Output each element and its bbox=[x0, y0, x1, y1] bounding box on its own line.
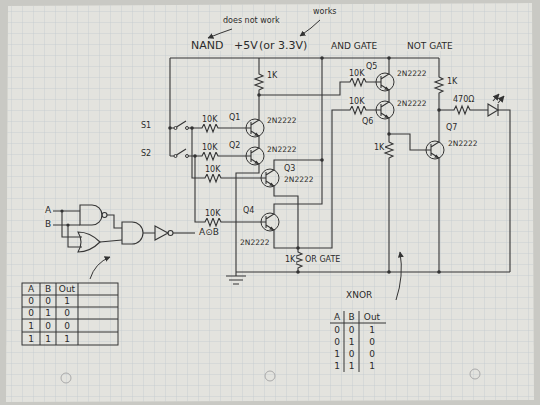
table-cell: 1 bbox=[368, 362, 376, 371]
table-cell: 0 bbox=[27, 309, 35, 318]
table-cell: 0 bbox=[63, 321, 71, 330]
resistor-symbol bbox=[200, 72, 472, 270]
table-cell: 0 bbox=[27, 297, 35, 306]
table-cell: 1 bbox=[63, 297, 71, 306]
table-cell: Out bbox=[363, 313, 381, 322]
punch-hole bbox=[265, 371, 275, 381]
signal-name: B bbox=[44, 220, 52, 229]
table-cell: 1 bbox=[27, 334, 35, 343]
component-label: Q7 bbox=[445, 124, 458, 132]
component-label: Q1 bbox=[228, 114, 241, 122]
leader-arrows bbox=[90, 20, 401, 300]
table-cell: A bbox=[333, 313, 341, 322]
component-label: 470Ω bbox=[452, 96, 475, 104]
component-label: 2N2222 bbox=[283, 176, 314, 184]
component-label: 2N2222 bbox=[266, 146, 297, 154]
component-label: 2N2222 bbox=[447, 140, 478, 148]
table-cell: 1 bbox=[27, 321, 35, 330]
logic-gate-sketch bbox=[53, 205, 195, 252]
table-cell: 0 bbox=[333, 338, 341, 347]
table-cell: 0 bbox=[348, 350, 356, 359]
table-cell: 0 bbox=[333, 325, 341, 334]
component-label: 2N2222 bbox=[266, 117, 297, 125]
table-cell: 1 bbox=[333, 362, 341, 371]
component-label: Q2 bbox=[228, 142, 241, 150]
led-symbol bbox=[488, 94, 504, 116]
logic-gate-dots bbox=[60, 209, 69, 226]
component-label: 10K bbox=[348, 98, 365, 106]
component-label: 1K bbox=[266, 72, 278, 80]
punch-hole bbox=[470, 369, 480, 379]
table-cell: 1 bbox=[348, 362, 356, 371]
component-label: 1K bbox=[373, 144, 385, 152]
truth-table-grid bbox=[22, 283, 386, 372]
component-label: 2N2222 bbox=[239, 239, 270, 247]
table-cell: 0 bbox=[63, 309, 71, 318]
table-cell: 1 bbox=[333, 350, 341, 359]
table-cell: 1 bbox=[348, 338, 356, 347]
annotation-note: works bbox=[312, 8, 338, 16]
signal-name: A bbox=[44, 206, 52, 215]
wires bbox=[170, 58, 510, 284]
table-cell: 0 bbox=[348, 325, 356, 334]
junction-dots bbox=[168, 56, 441, 274]
signal-name: A⊙B bbox=[198, 228, 220, 237]
component-label: 10K bbox=[204, 210, 221, 218]
annotation-note: NAND bbox=[190, 40, 224, 51]
table-cell: 1 bbox=[63, 334, 71, 343]
component-label: 1K bbox=[446, 78, 458, 86]
table-cell: A bbox=[27, 285, 35, 294]
table-cell: 0 bbox=[44, 321, 52, 330]
component-label: 1K bbox=[284, 256, 296, 264]
annotation-note: NOT GATE bbox=[406, 42, 454, 51]
table-cell: B bbox=[44, 285, 52, 294]
component-label: OR GATE bbox=[304, 256, 341, 264]
punch-hole bbox=[61, 373, 71, 383]
component-label: 10K bbox=[201, 116, 218, 124]
table-cell: 1 bbox=[44, 334, 52, 343]
component-label: 2N2222 bbox=[396, 100, 427, 108]
component-label: Q3 bbox=[283, 165, 296, 173]
table-cell: 0 bbox=[368, 350, 376, 359]
component-label: 10K bbox=[348, 70, 365, 78]
graph-paper bbox=[6, 3, 534, 402]
component-label: S1 bbox=[140, 122, 152, 130]
table-cell: Out bbox=[58, 285, 76, 294]
table-cell: B bbox=[347, 313, 355, 322]
transistor-symbol bbox=[243, 68, 444, 236]
switch-contacts bbox=[174, 127, 189, 158]
table-cell: 0 bbox=[44, 297, 52, 306]
component-label: 2N2222 bbox=[396, 70, 427, 78]
table-title: XNOR bbox=[345, 291, 373, 300]
component-label: 10K bbox=[201, 144, 218, 152]
paper-grid bbox=[6, 3, 534, 402]
component-label: Q6 bbox=[361, 118, 374, 126]
component-label: Q4 bbox=[242, 207, 255, 215]
annotation-note: does not work bbox=[222, 17, 281, 25]
annotation-note: (or 3.3V) bbox=[258, 40, 308, 51]
component-label: 10K bbox=[204, 166, 221, 174]
table-cell: 0 bbox=[368, 338, 376, 347]
annotation-note: +5V bbox=[233, 40, 259, 51]
annotation-note: AND GATE bbox=[330, 42, 378, 51]
table-cell: 1 bbox=[368, 325, 376, 334]
component-label: S2 bbox=[140, 150, 152, 158]
component-label: Q5 bbox=[365, 63, 378, 71]
table-cell: 1 bbox=[44, 309, 52, 318]
